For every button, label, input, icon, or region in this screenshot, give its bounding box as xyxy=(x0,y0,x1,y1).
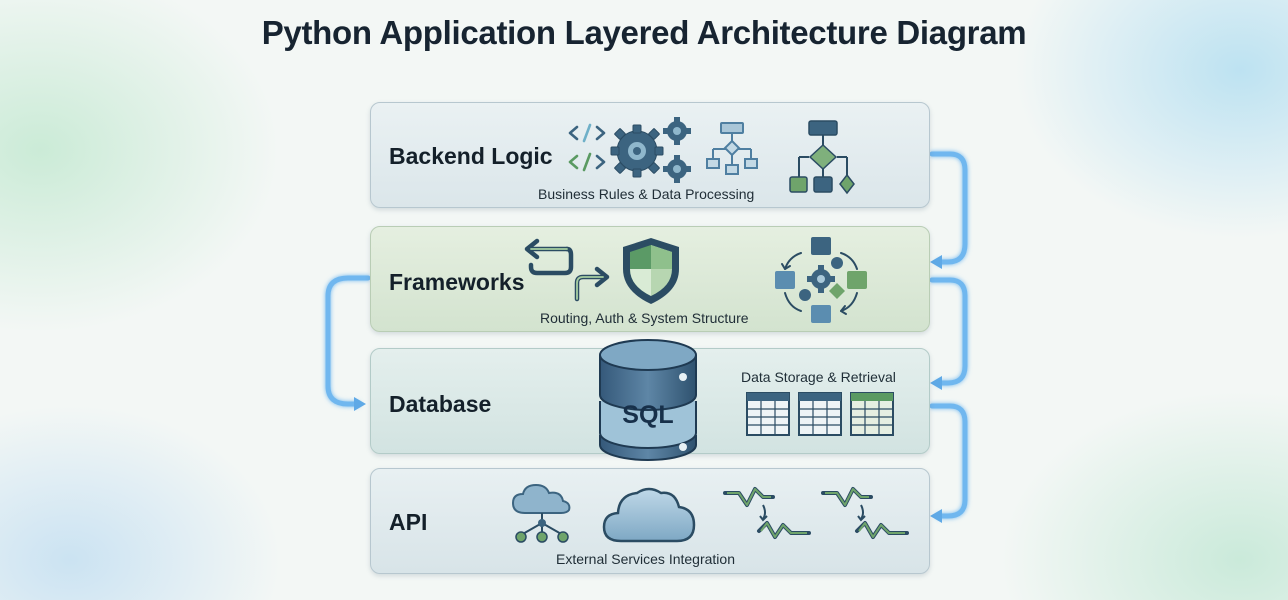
shield-icon xyxy=(623,238,679,304)
system-structure-icon xyxy=(775,237,867,323)
layer-api: API External Services Integration xyxy=(370,468,930,574)
layer-backend-logic: Backend Logic Business Rules & Data Proc… xyxy=(370,102,930,208)
layer-name-backend-logic: Backend Logic xyxy=(389,143,553,169)
connector-frameworks-to-database-right xyxy=(929,277,968,386)
routing-arrows-icon xyxy=(524,238,610,302)
connector-backend-to-frameworks xyxy=(929,151,968,265)
layer-description-api: External Services Integration xyxy=(556,551,735,567)
arrowhead-3 xyxy=(354,397,366,411)
flowchart-small-icon xyxy=(706,122,758,175)
connector-frameworks-to-database-left xyxy=(325,275,371,407)
layer-database: Database Data Storage & Retrieval SQL xyxy=(370,339,930,461)
layer-name-frameworks: Frameworks xyxy=(389,269,525,295)
layer-description-database: Data Storage & Retrieval xyxy=(741,369,896,385)
layer-description-backend-logic: Business Rules & Data Processing xyxy=(538,186,755,202)
layer-description-frameworks: Routing, Auth & System Structure xyxy=(540,310,749,326)
arrowhead-2 xyxy=(930,376,942,390)
layer-name-database: Database xyxy=(389,391,492,417)
gears-icon xyxy=(610,117,691,183)
diagram-title: Python Application Layered Architecture … xyxy=(261,14,1027,51)
flowchart-icon xyxy=(789,120,855,195)
layer-frameworks: Frameworks Routing, Auth & System Struct… xyxy=(370,226,930,332)
layer-name-api: API xyxy=(389,509,428,535)
connector-database-to-api xyxy=(929,403,968,519)
code-brackets-icon xyxy=(568,123,606,172)
service-integration-icon-2 xyxy=(821,487,909,539)
service-integration-icon xyxy=(723,487,811,539)
cloud-network-icon xyxy=(511,483,571,543)
arrowhead-4 xyxy=(930,509,942,523)
cloud-icon xyxy=(602,487,696,543)
database-sql-label: SQL xyxy=(622,401,674,429)
data-tables-icon xyxy=(746,392,894,436)
arrowhead-1 xyxy=(930,255,942,269)
database-cylinder-icon: SQL xyxy=(597,337,699,465)
